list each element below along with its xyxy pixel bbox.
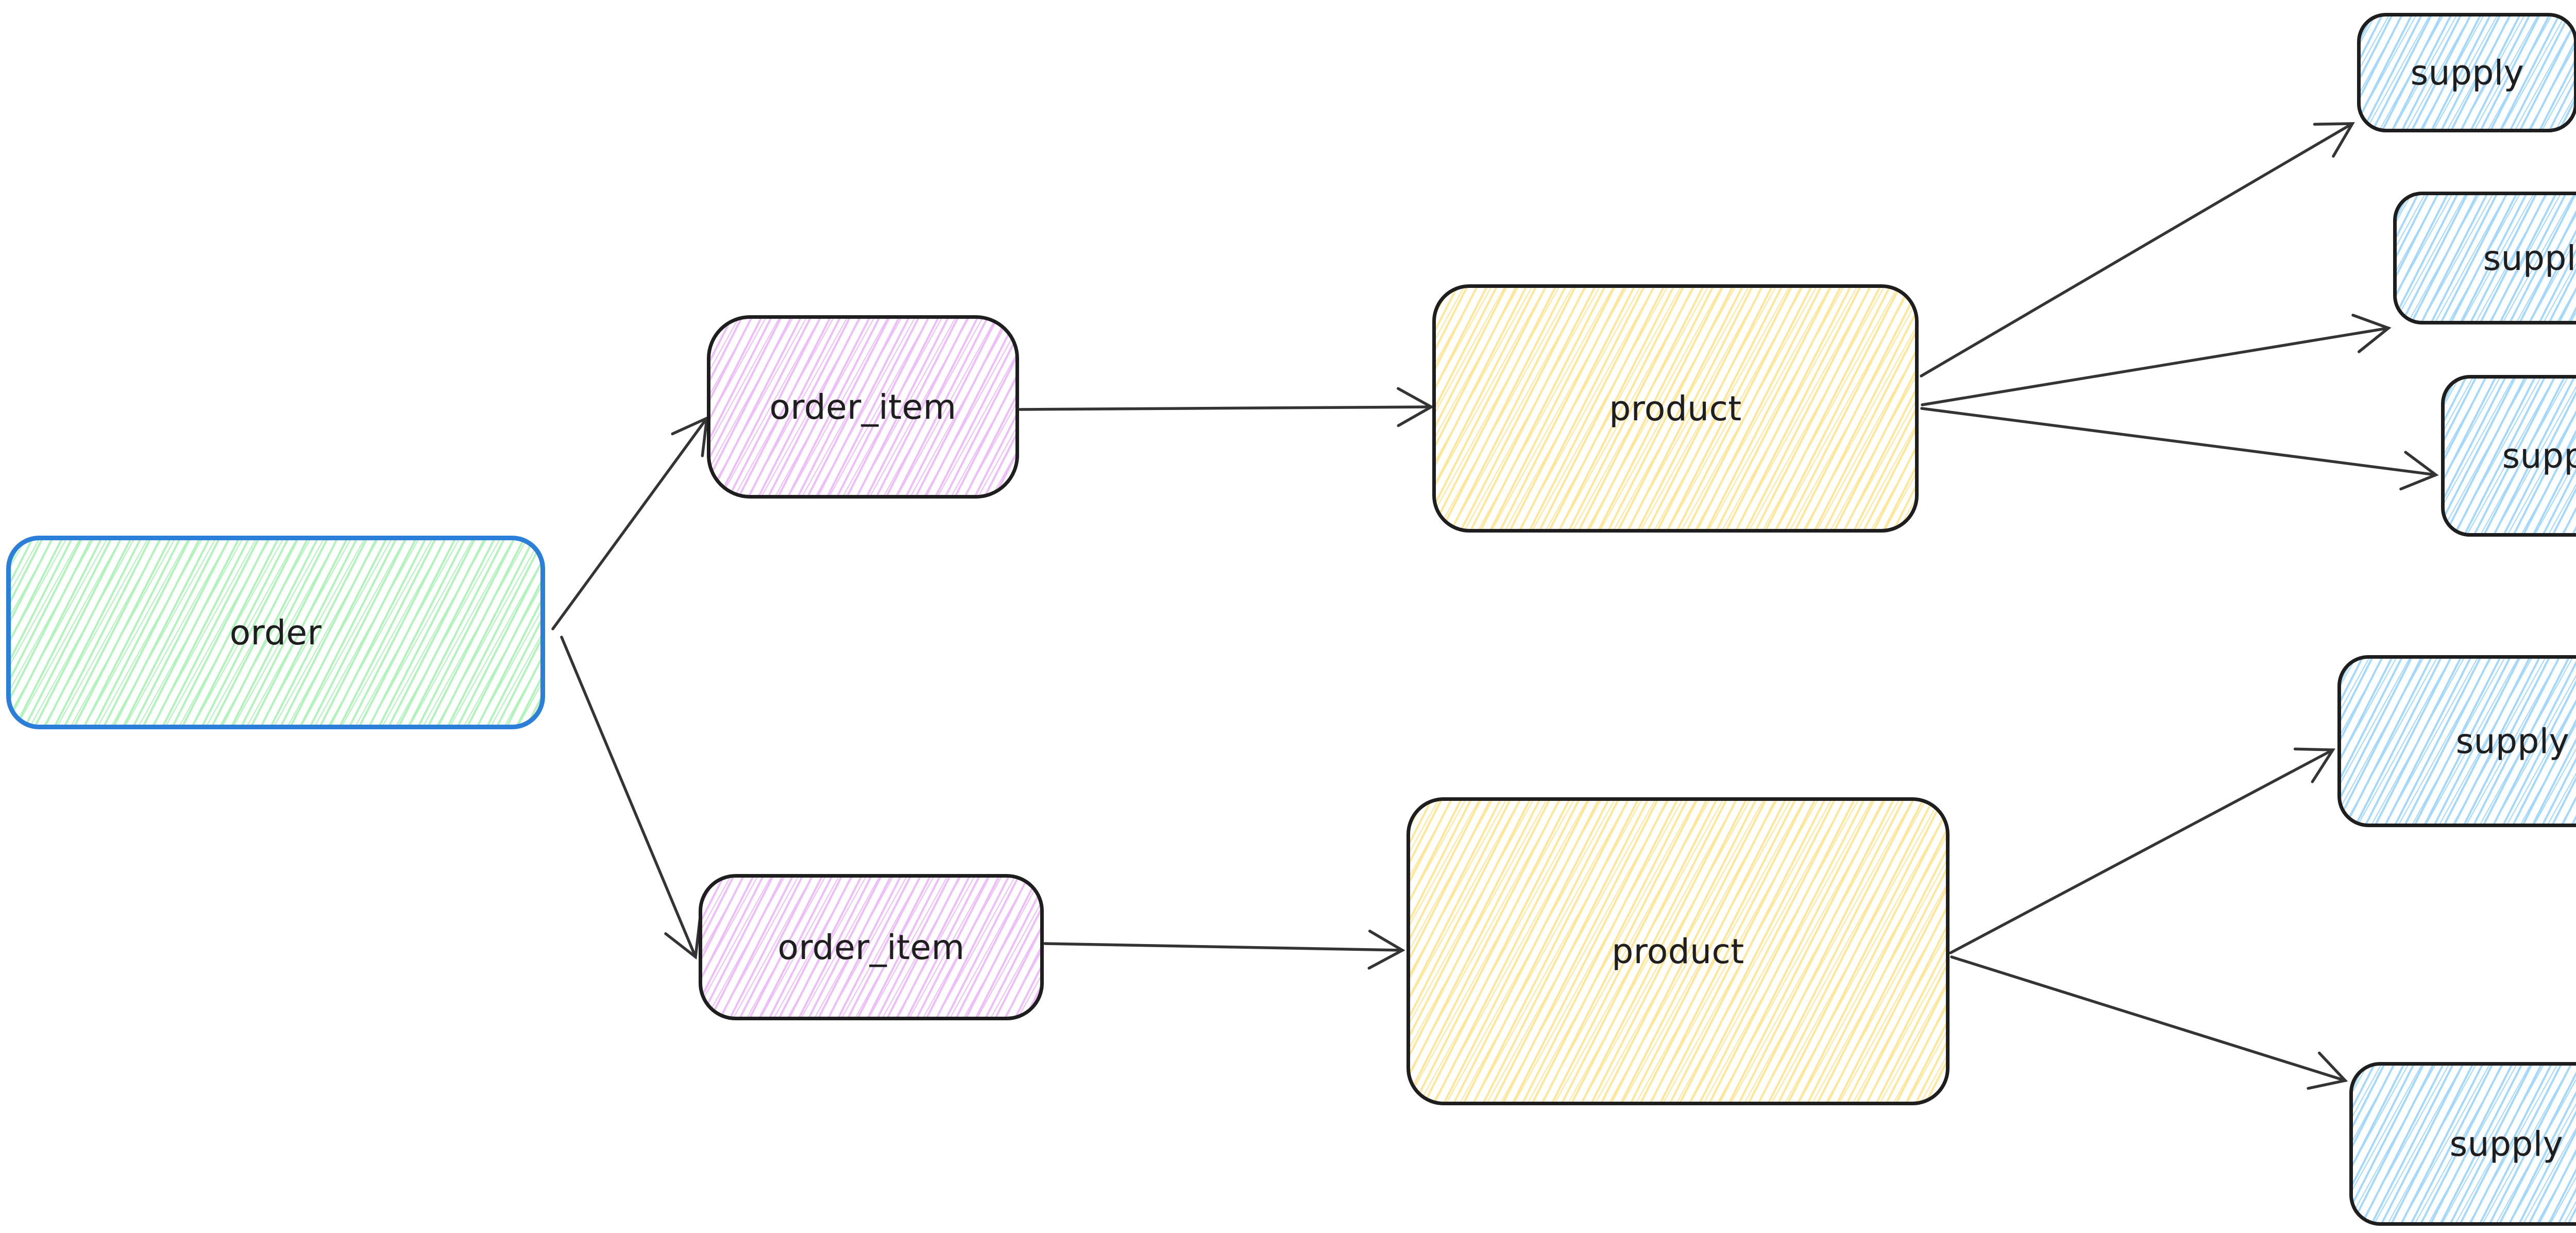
node-product-2[interactable]: product	[1406, 797, 1950, 1105]
node-supply-1[interactable]: supply	[2357, 13, 2576, 132]
arrow-order-to-order-item-1[interactable]	[551, 416, 709, 630]
arrow-product-1-to-supply-3[interactable]	[1920, 407, 2439, 491]
node-product-1-label: product	[1609, 388, 1742, 429]
node-order-label: order	[229, 612, 322, 653]
node-product-1[interactable]: product	[1432, 284, 1919, 533]
node-order-item-2[interactable]: order_item	[699, 874, 1044, 1020]
node-supply-5-label: supply	[2449, 1124, 2564, 1164]
node-supply-3-label: supply	[2502, 436, 2576, 476]
node-order-item-1[interactable]: order_item	[707, 315, 1019, 499]
arrow-product-1-to-supply-1[interactable]	[1920, 122, 2355, 378]
node-order-item-1-label: order_item	[769, 387, 957, 427]
node-product-2-label: product	[1612, 931, 1744, 971]
arrow-product-2-to-supply-4[interactable]	[1949, 747, 2335, 954]
node-supply-2-label: supply	[2483, 238, 2576, 278]
node-supply-4[interactable]: supply	[2337, 655, 2576, 827]
node-order-item-2-label: order_item	[777, 927, 965, 967]
node-supply-2[interactable]: supply	[2393, 192, 2576, 324]
node-supply-1-label: supply	[2410, 53, 2524, 93]
arrow-product-2-to-supply-5[interactable]	[1950, 955, 2348, 1090]
node-supply-4-label: supply	[2455, 721, 2570, 761]
node-supply-5[interactable]: supply	[2349, 1062, 2576, 1226]
arrow-order-item-1-to-product-1[interactable]	[1019, 387, 1434, 427]
arrow-order-item-2-to-product-2[interactable]	[1043, 930, 1405, 970]
arrow-order-to-order-item-2[interactable]	[560, 636, 702, 960]
arrow-product-1-to-supply-2[interactable]	[1921, 314, 2392, 406]
node-order[interactable]: order	[6, 536, 545, 729]
node-supply-3[interactable]: supply	[2441, 375, 2576, 537]
